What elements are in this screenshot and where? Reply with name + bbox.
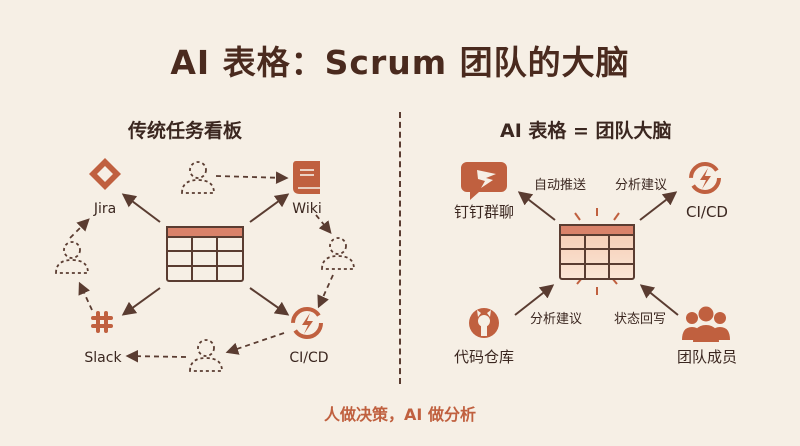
table-icon-left xyxy=(166,226,244,282)
person-icon-top xyxy=(181,161,215,194)
edge-label-auto-push: 自动推送 xyxy=(534,178,586,193)
left-heading: 传统任务看板 xyxy=(128,120,243,142)
right-heading: AI 表格 = 团队大脑 xyxy=(500,120,672,142)
arrow-team-table xyxy=(639,284,679,316)
edge-label-analyze-top: 分析建议 xyxy=(615,178,667,193)
github-icon xyxy=(469,308,499,338)
arrow-table-slack xyxy=(121,287,161,316)
arrow-table-wiki xyxy=(249,193,290,223)
dashed-arrow-cicd-person xyxy=(225,332,285,355)
person-icon-left xyxy=(55,241,89,274)
dashed-arrow-slack-person xyxy=(78,281,93,311)
dashed-arrow-person-jira xyxy=(69,218,90,239)
table-icon-right xyxy=(559,224,635,280)
arrow-table-cicd xyxy=(639,191,678,221)
person-icon-bottom xyxy=(189,339,223,372)
dashed-arrow-wiki-person xyxy=(315,214,332,234)
book-icon xyxy=(293,161,320,194)
footer-slogan: 人做决策，AI 做分析 xyxy=(324,405,476,424)
slack-icon xyxy=(91,311,113,333)
cicd-icon-right xyxy=(689,162,721,194)
center-divider xyxy=(399,112,401,384)
dashed-arrow-to-slack xyxy=(125,349,187,363)
node-label-team: 团队成员 xyxy=(677,348,737,366)
node-label-repo: 代码仓库 xyxy=(454,348,514,366)
dashed-arrow-to-wiki xyxy=(215,171,289,185)
node-label-cicd-left: CI/CD xyxy=(289,350,328,366)
arrow-table-jira xyxy=(121,193,161,223)
dashed-arrow-person-cicd xyxy=(317,274,334,309)
node-label-slack: Slack xyxy=(84,350,122,366)
arrow-table-cicd xyxy=(249,287,290,316)
chat-bubble-icon xyxy=(461,162,507,200)
node-label-jira: Jira xyxy=(93,201,116,217)
arrow-table-dingtalk xyxy=(517,191,556,221)
node-label-dingtalk: 钉钉群聊 xyxy=(454,203,514,221)
arrow-repo-table xyxy=(514,284,555,316)
page-title: AI 表格：Scrum 团队的大脑 xyxy=(170,43,630,82)
node-label-cicd-right: CI/CD xyxy=(686,203,728,221)
edge-label-status-back: 状态回写 xyxy=(614,312,666,327)
node-label-wiki: Wiki xyxy=(292,201,321,217)
team-icon xyxy=(682,306,730,342)
cicd-icon-left xyxy=(291,307,323,339)
person-icon-right xyxy=(321,237,355,270)
edge-label-analyze-bottom: 分析建议 xyxy=(530,312,582,327)
jira-icon xyxy=(89,158,121,190)
